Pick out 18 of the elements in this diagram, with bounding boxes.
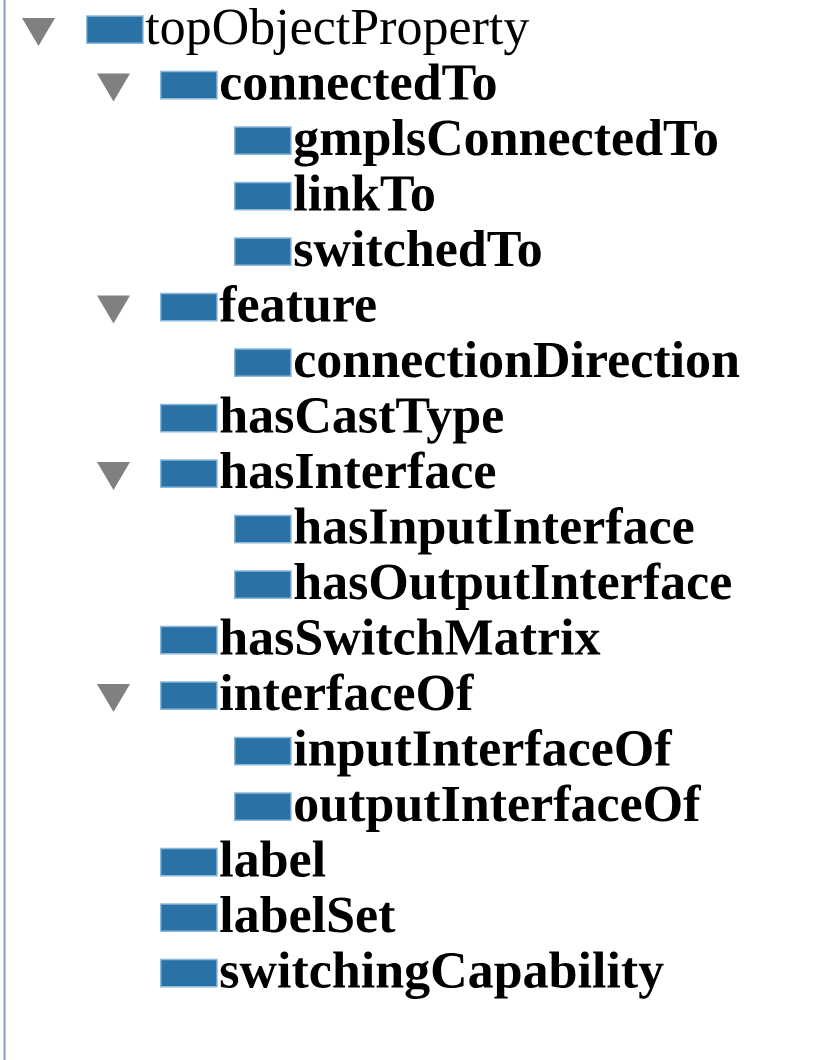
property-name: hasInterface — [220, 451, 496, 489]
property-name: hasCastType — [220, 396, 503, 444]
property-name: hasOutputInterface — [294, 562, 731, 611]
property-name: feature — [219, 284, 376, 323]
property-name: inputInterfaceOf — [294, 728, 673, 777]
property-name: labelSet — [220, 895, 396, 933]
property-name: connectedTo — [221, 63, 496, 101]
property-name: connectionDirection — [295, 340, 740, 378]
property-name: hasInputInterface — [294, 506, 694, 555]
property-name: switchedTo — [294, 229, 541, 267]
property-name: linkTo — [294, 174, 434, 211]
property-name: hasSwitchMatrix — [220, 618, 601, 655]
property-name: gmplsConnectedTo — [294, 118, 717, 167]
property-name: topObjectProperty — [145, 7, 530, 56]
property-name: label — [220, 840, 326, 877]
property-name: switchingCapability — [220, 951, 664, 999]
property-name: outputInterfaceOf — [295, 784, 701, 833]
property-name: interfaceOf — [220, 673, 474, 711]
